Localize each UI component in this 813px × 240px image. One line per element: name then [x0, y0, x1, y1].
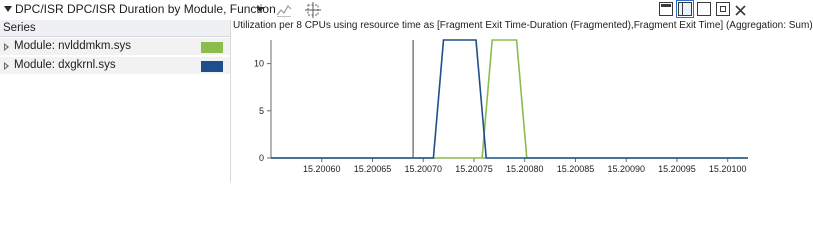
- display-graph-table-icon[interactable]: [676, 0, 694, 18]
- series-color-swatch[interactable]: [201, 42, 223, 53]
- y-tick-label: 5: [259, 106, 264, 116]
- series-row-nvlddmkm[interactable]: Module: nvlddmkm.sys: [0, 38, 230, 56]
- series-row-label: Module: nvlddmkm.sys: [14, 40, 131, 52]
- chart-caption: Utilization per 8 CPUs using resource ti…: [233, 20, 813, 31]
- series-line-dxgkrnl: [271, 39, 748, 159]
- display-table-icon[interactable]: [697, 2, 711, 16]
- x-tick-label: 15.20065: [354, 164, 392, 174]
- display-graph-icon[interactable]: [659, 2, 673, 16]
- graph-legend-icon[interactable]: [276, 2, 292, 18]
- series-line-nvlddmkm: [271, 39, 748, 159]
- panel-splitter[interactable]: [230, 20, 231, 182]
- y-tick-label: 0: [259, 153, 264, 163]
- expand-arrow-icon[interactable]: [4, 62, 9, 70]
- graph-title: DPC/ISR: [15, 2, 64, 16]
- series-header-label: Series: [3, 22, 36, 34]
- x-tick-label: 15.20095: [658, 164, 696, 174]
- series-header: Series: [0, 20, 230, 37]
- close-icon[interactable]: [734, 2, 750, 18]
- chevron-down-icon[interactable]: [256, 7, 264, 12]
- series-panel: Series Module: nvlddmkm.sys Module: dxgk…: [0, 20, 230, 182]
- x-tick-label: 15.20060: [303, 164, 341, 174]
- collapse-arrow-icon[interactable]: [4, 6, 12, 12]
- preset-selector[interactable]: DPC/ISR Duration by Module, Function: [67, 2, 276, 16]
- utilization-chart[interactable]: 0 5 10 15.20060 15.20065 15.20070 15.20075 15.2…: [231, 34, 750, 182]
- x-tick-label: 15.20100: [709, 164, 747, 174]
- select-icon[interactable]: [305, 2, 321, 18]
- series-row-label: Module: dxgkrnl.sys: [14, 59, 116, 71]
- x-tick-label: 15.20085: [557, 164, 595, 174]
- series-row-dxgkrnl[interactable]: Module: dxgkrnl.sys: [0, 57, 230, 75]
- minimize-icon[interactable]: [716, 2, 730, 16]
- x-tick-label: 15.20090: [607, 164, 645, 174]
- x-tick-label: 15.20080: [506, 164, 544, 174]
- series-color-swatch[interactable]: [201, 61, 223, 72]
- title-bar: DPC/ISR DPC/ISR Duration by Module, Func…: [0, 0, 750, 20]
- expand-arrow-icon[interactable]: [4, 43, 9, 51]
- x-tick-label: 15.20075: [455, 164, 493, 174]
- y-tick-label: 10: [254, 59, 264, 69]
- x-tick-label: 15.20070: [404, 164, 442, 174]
